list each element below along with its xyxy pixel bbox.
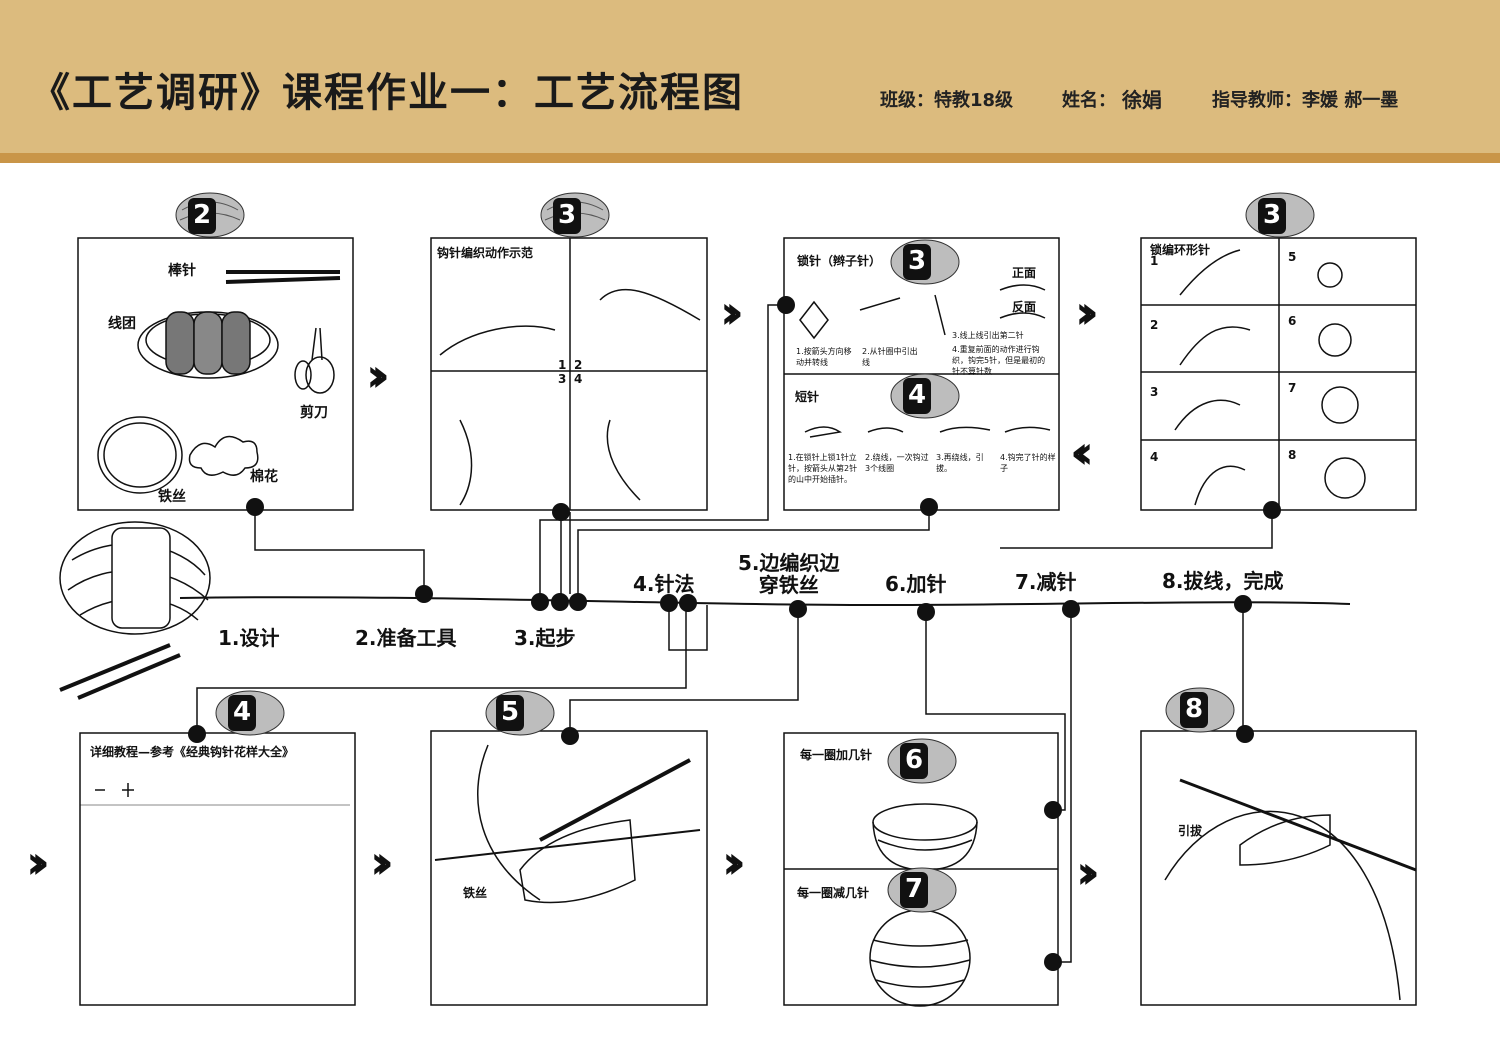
badge-number: 5 <box>501 697 520 727</box>
step-8-label: 8.拔线，完成 <box>1162 569 1284 593</box>
badge-number: 4 <box>233 697 252 727</box>
chevron-right-icon: ›› <box>722 835 746 889</box>
tool-cotton-label: 棉花 <box>250 469 278 485</box>
step-6-label: 6.加针 <box>885 572 947 596</box>
chain-back-label: 反面 <box>1012 300 1037 314</box>
class-label: 班级：特教18级 <box>880 90 1014 111</box>
step-2-label: 2.准备工具 <box>355 626 457 650</box>
badge-group <box>175 192 1315 913</box>
page-title: 《工艺调研》课程作业一：工艺流程图 <box>30 69 744 116</box>
badge-number: 3 <box>558 200 577 230</box>
ring-number: 1 <box>1150 254 1159 268</box>
chevron-right-icon: ›› <box>366 348 390 402</box>
chain-caption: 1.按箭头方向移动并转线 <box>796 347 852 367</box>
badge-number: 2 <box>193 200 212 230</box>
chevron-right-icon: ›› <box>370 835 394 889</box>
chain-title: 锁针（辫子针） <box>797 254 882 268</box>
badge-number: 6 <box>905 745 924 775</box>
ring-number: 7 <box>1288 381 1297 395</box>
chevron-right-icon: ›› <box>1076 845 1100 899</box>
teacher-label: 指导教师：李媛 郝一墨 <box>1212 90 1399 111</box>
chain-caption: 4.重复前面的动作进行钩织，钩完5针，但是最初的针不算针数 <box>952 345 1046 376</box>
chevron-right-icon: ›› <box>1075 285 1099 339</box>
connector-dots <box>188 296 1281 971</box>
header-banner <box>0 0 1500 153</box>
ring-title: 锁编环形针 <box>1150 243 1211 257</box>
single-caption: 3.再绕线，引拔。 <box>936 453 984 473</box>
ring-number: 3 <box>1150 385 1159 399</box>
ring-number: 4 <box>1150 450 1159 464</box>
panel-tutorial <box>79 732 356 1006</box>
badge-number: 8 <box>1185 694 1204 724</box>
demo-title: 钩针编织动作示范 <box>437 246 534 260</box>
demo-grid-number: 2 <box>574 358 583 372</box>
chevron-right-icon: ›› <box>720 285 744 339</box>
step-3-label: 3.起步 <box>514 626 576 650</box>
chain-front-label: 正面 <box>1012 266 1037 280</box>
finish-label: 引拔 <box>1178 824 1203 838</box>
timeline-yarn <box>179 596 1351 607</box>
badge-number: 7 <box>905 874 924 904</box>
panel-demo <box>430 237 708 511</box>
badge-number: 4 <box>908 380 927 410</box>
demo-grid-number: 3 <box>558 372 567 386</box>
step-1-label: 1.设计 <box>218 626 280 650</box>
single-caption: 2.绕线，一次钩过3个线圈 <box>865 453 929 473</box>
chain-caption: 2.从针圈中引出线 <box>862 347 918 367</box>
decrease-label: 每一圈减几针 <box>797 886 870 900</box>
ring-number: 8 <box>1288 448 1297 462</box>
step-4-label: 4.针法 <box>633 572 695 596</box>
header-underline <box>0 153 1500 163</box>
panel-finish <box>1140 730 1417 1006</box>
single-title: 短针 <box>795 390 820 404</box>
ring-number: 5 <box>1288 250 1297 264</box>
chevron-right-icon: ›› <box>26 835 50 889</box>
step-5-label: 5.边编织边 穿铁丝 <box>738 551 840 597</box>
single-caption: 4.钩完了针的样子 <box>1000 453 1056 473</box>
tool-scissors-label: 剪刀 <box>300 405 328 421</box>
chain-caption: 3.线上线引出第二针 <box>952 331 1024 340</box>
badge-number: 3 <box>908 246 927 276</box>
ring-number: 6 <box>1288 314 1297 328</box>
name-label: 姓名： <box>1062 90 1116 111</box>
increase-label: 每一圈加几针 <box>800 748 873 762</box>
badge-number: 3 <box>1263 200 1282 230</box>
demo-grid-number: 1 <box>558 358 567 372</box>
tutorial-title: 详细教程—参考《经典钩针花样大全》 <box>90 745 295 759</box>
step-7-label: 7.减针 <box>1015 570 1077 594</box>
name-value: 徐娟 <box>1122 88 1162 112</box>
chevron-left-icon: ‹‹ <box>1070 425 1094 479</box>
tool-yarn-label: 线团 <box>108 316 136 332</box>
panel-tools <box>77 237 354 511</box>
single-caption: 1.在锁针上锁1针立针，按箭头从第2针的山中开始插针。 <box>788 453 858 484</box>
ring-number: 2 <box>1150 318 1159 332</box>
wire-label: 铁丝 <box>463 886 488 900</box>
tool-hook-label: 棒针 <box>168 263 196 279</box>
demo-grid-number: 4 <box>574 372 583 386</box>
tool-wire-label: 铁丝 <box>158 489 186 505</box>
